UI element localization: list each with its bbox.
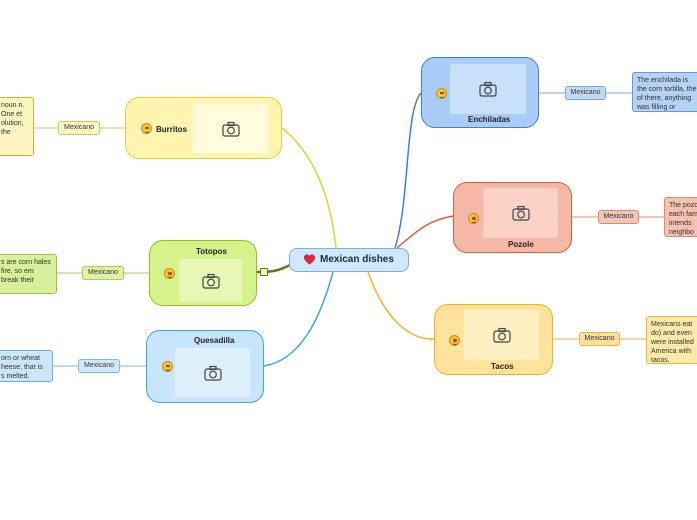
image-placeholder xyxy=(175,348,250,397)
camera-icon xyxy=(201,273,220,289)
tag-mexicano[interactable]: Mexicano xyxy=(78,359,120,373)
grimace-emoji-icon xyxy=(162,361,173,372)
link-tacos xyxy=(367,271,435,340)
central-topic[interactable]: Mexican dishes xyxy=(289,248,409,272)
topic-title: Pozole xyxy=(508,240,534,249)
camera-icon xyxy=(479,81,497,97)
topic-title: Tacos xyxy=(491,362,514,371)
heart-icon xyxy=(303,254,316,265)
image-placeholder xyxy=(483,188,558,238)
tag-mexicano[interactable]: Mexicano xyxy=(579,332,620,346)
camera-icon xyxy=(492,327,511,343)
topic-totopos[interactable]: Totopos xyxy=(149,240,257,306)
heart-eyes-emoji-icon xyxy=(164,268,175,279)
topic-quesadilla[interactable]: Quesadilla xyxy=(146,330,264,403)
kiss-emoji-icon xyxy=(468,213,479,224)
topic-title: Totopos xyxy=(196,247,227,256)
image-placeholder xyxy=(450,64,526,114)
image-placeholder xyxy=(464,310,539,360)
image-placeholder xyxy=(179,259,242,302)
camera-icon xyxy=(511,205,530,221)
topic-enchiladas[interactable]: Enchiladas xyxy=(421,57,539,128)
heart-eyes-emoji-icon xyxy=(449,335,460,346)
link-icon[interactable] xyxy=(260,268,268,276)
note-pozole[interactable]: The pozo each fam intends neighbo xyxy=(664,197,697,237)
topic-title: Burritos xyxy=(156,125,188,134)
topic-title: Quesadilla xyxy=(194,336,235,345)
link-quesadilla xyxy=(263,271,334,367)
note-quesadilla[interactable]: orn or wheat heese, that is s melted. xyxy=(0,350,53,382)
camera-icon xyxy=(203,365,222,381)
topic-burritos[interactable]: Burritos xyxy=(125,97,282,159)
tag-mexicano[interactable]: Mexicano xyxy=(565,86,606,100)
note-enchiladas[interactable]: The enchilada is the corn tortilla, the … xyxy=(632,72,697,112)
image-placeholder xyxy=(193,104,268,153)
tag-mexicano[interactable]: Mexicano xyxy=(598,210,639,224)
link-pozole xyxy=(396,215,454,249)
note-burritos[interactable]: noun n. One et olution, the xyxy=(0,97,34,156)
topic-pozole[interactable]: Pozole xyxy=(453,182,572,253)
note-totopos[interactable]: s are corn hales fire, so em break their xyxy=(0,254,57,294)
tag-mexicano[interactable]: Mexicano xyxy=(58,121,100,135)
link-burritos xyxy=(281,127,337,249)
note-tacos[interactable]: Mexicans eat do) and even were installed… xyxy=(646,316,697,364)
topic-tacos[interactable]: Tacos xyxy=(434,304,553,375)
camera-icon xyxy=(221,121,240,137)
tag-mexicano[interactable]: Mexicano xyxy=(82,266,124,280)
link-enchiladas xyxy=(394,92,422,249)
smiley-emoji-icon xyxy=(436,88,447,99)
grin-emoji-icon xyxy=(141,123,152,134)
central-topic-title: Mexican dishes xyxy=(320,254,394,265)
topic-title: Enchiladas xyxy=(468,115,511,124)
